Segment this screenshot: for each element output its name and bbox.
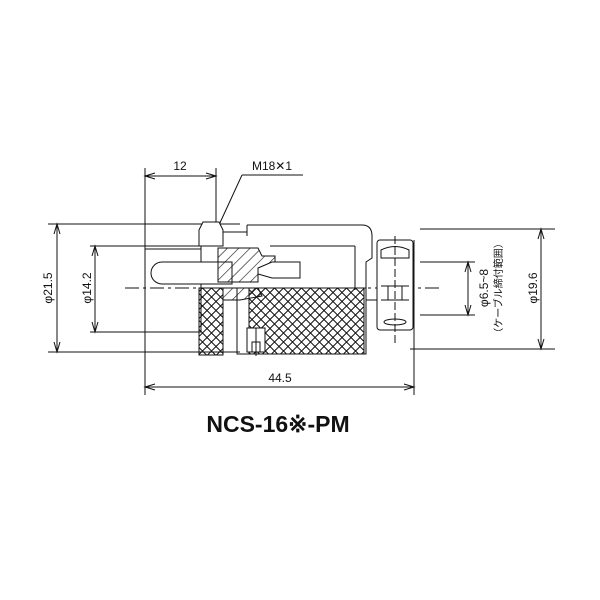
dim-cable-range: φ6.5~8 bbox=[477, 269, 491, 307]
dim-total-length: 44.5 bbox=[268, 371, 292, 385]
model-name: NCS-16※-PM bbox=[206, 411, 349, 437]
dim-thread: M18✕1 bbox=[252, 159, 292, 173]
dim-outer-diameter: φ21.5 bbox=[41, 272, 55, 303]
dim-cable-range-note: （ケーブル締付範囲） bbox=[492, 238, 505, 337]
dim-rear-diameter: φ19.6 bbox=[526, 272, 540, 303]
dim-length-top: 12 bbox=[173, 159, 187, 173]
dim-inner-diameter: φ14.2 bbox=[80, 272, 94, 303]
